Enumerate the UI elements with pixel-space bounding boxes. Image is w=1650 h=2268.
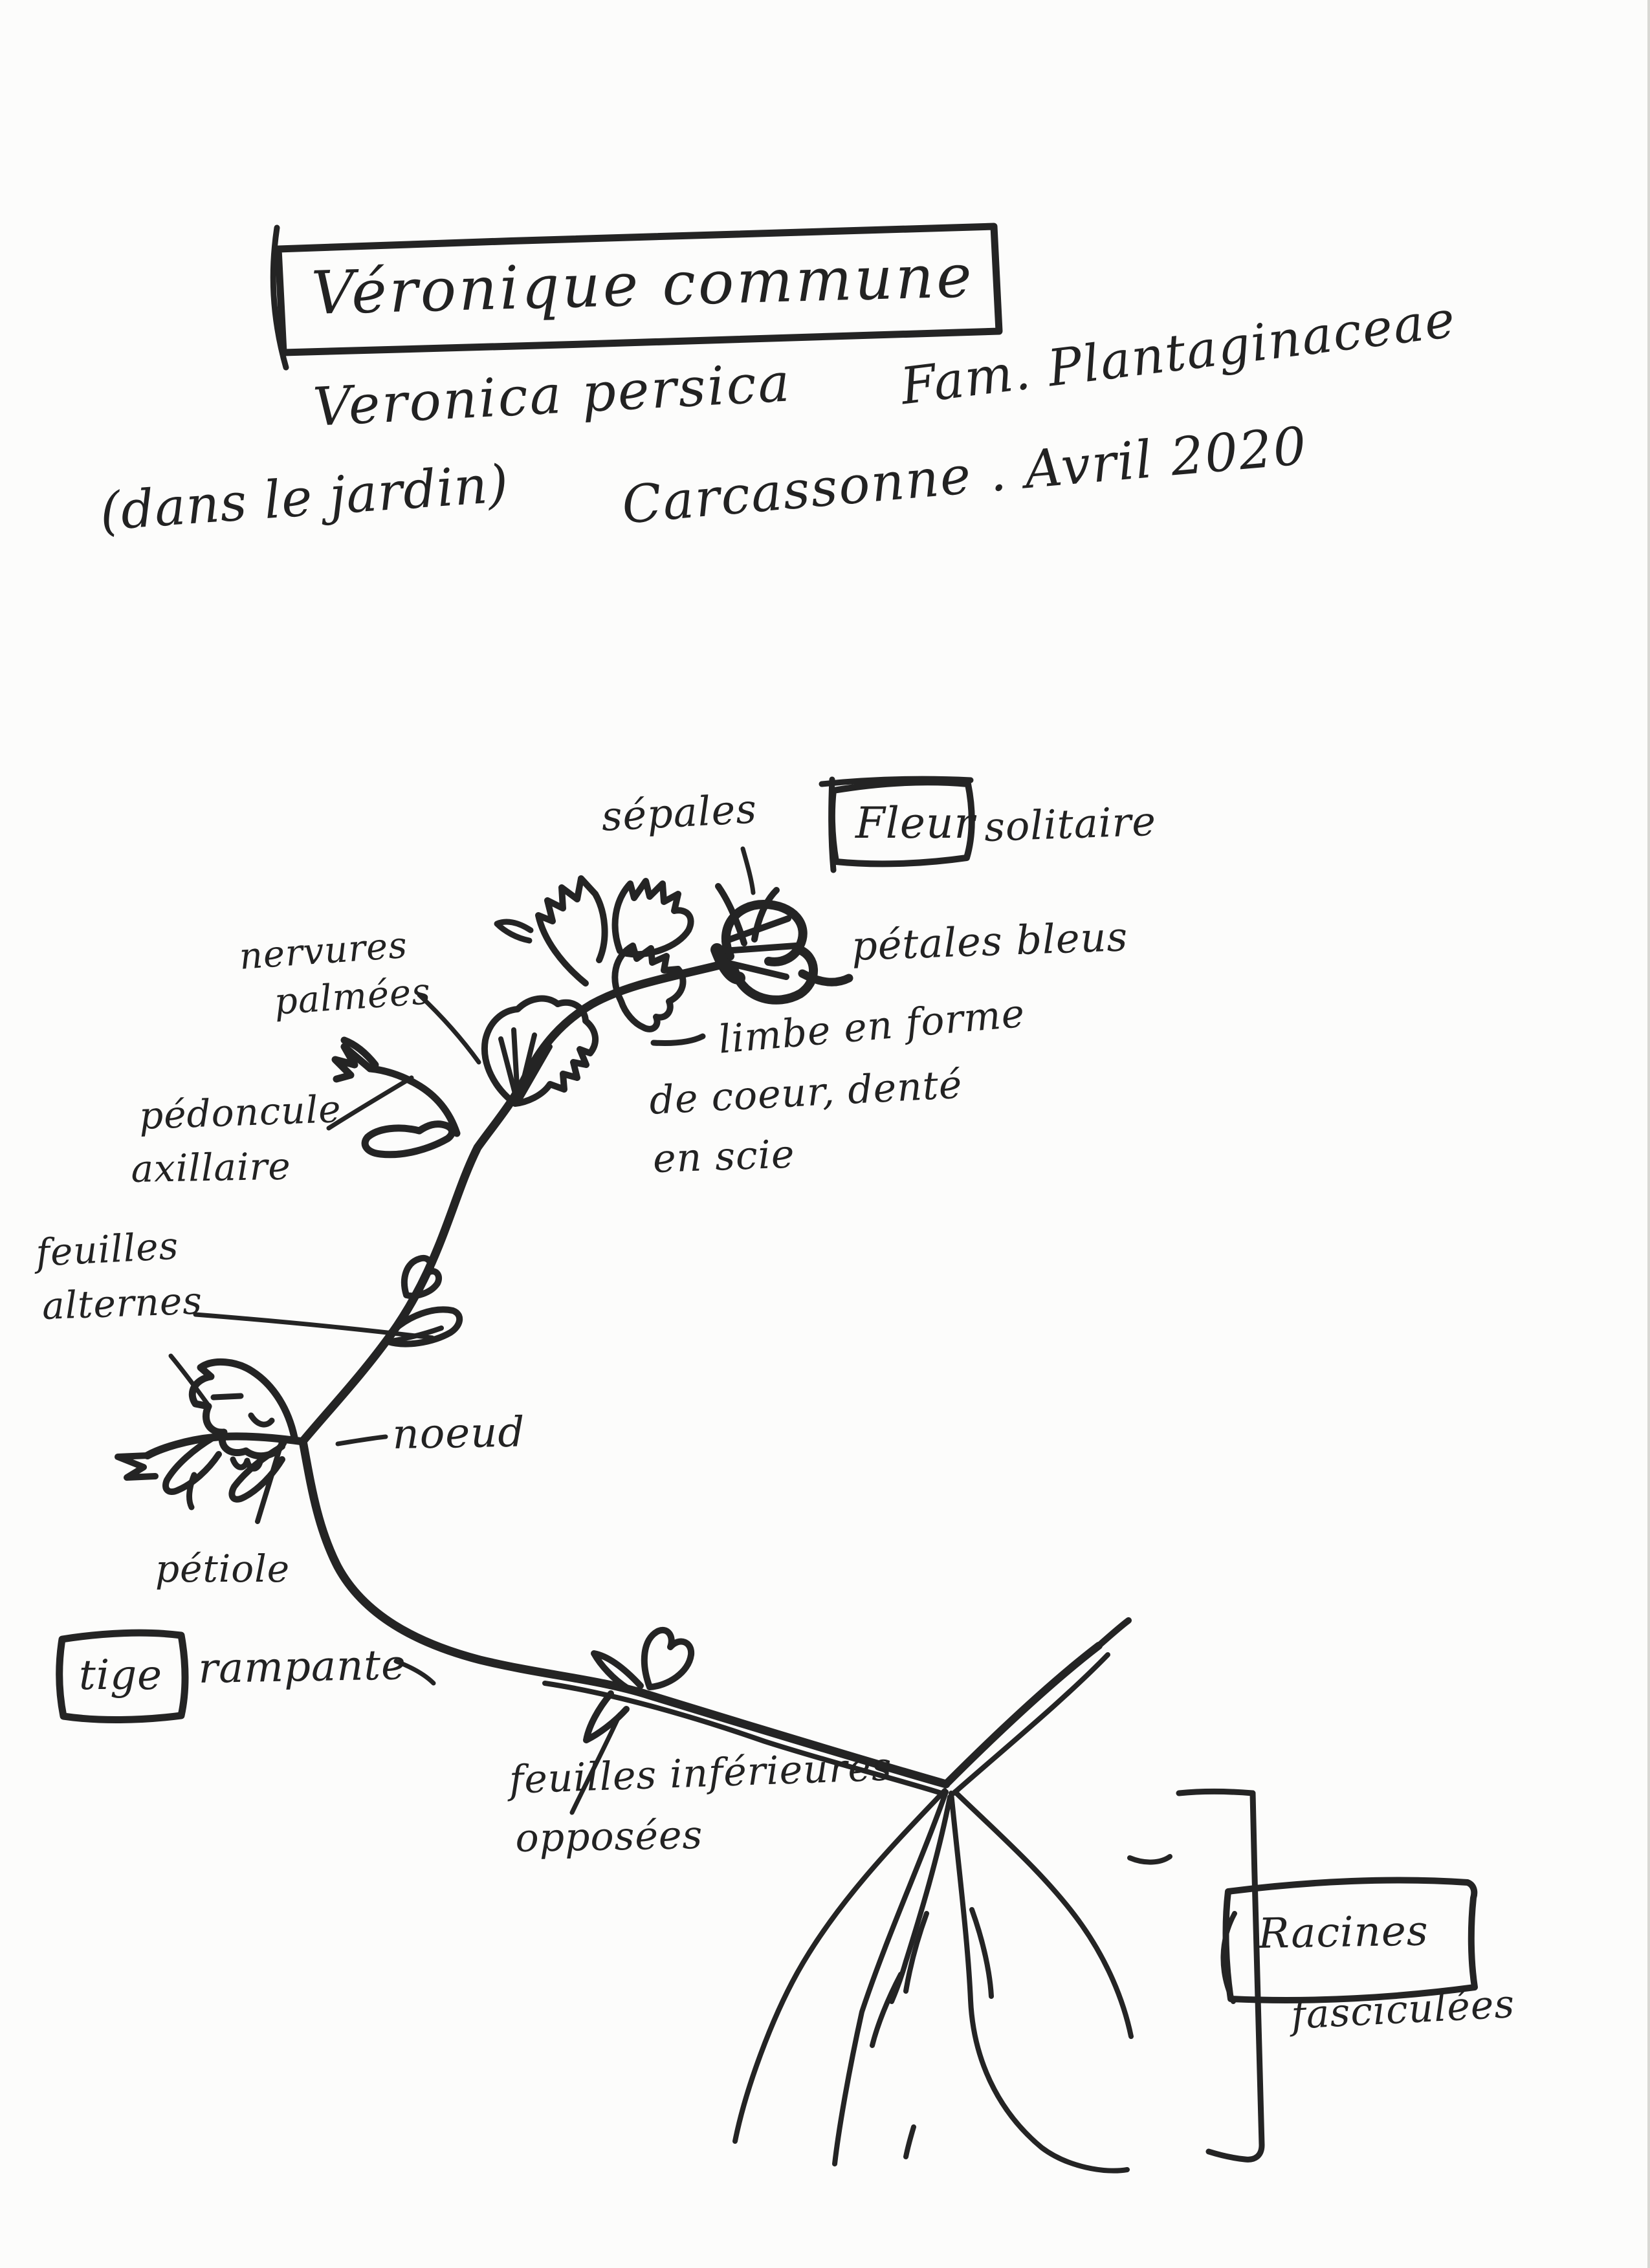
label-connectors — [168, 846, 756, 1686]
label-rampante: rampante — [197, 1641, 407, 1693]
scan-edge-artifact — [1647, 0, 1650, 2268]
label-petales-bleus: pétales bleus — [850, 913, 1129, 970]
pedoncule-drawing — [331, 1036, 461, 1159]
roots-bracket — [1176, 1788, 1265, 2163]
label-feuilles-alternes-line2: alternes — [41, 1278, 203, 1328]
page-title: Véronique commune — [310, 241, 975, 328]
label-pedoncule-line2: axillaire — [130, 1144, 292, 1191]
label-feuilles-inferieures-line2: opposées — [514, 1812, 703, 1861]
title-box — [270, 223, 1003, 371]
roots-drawing — [732, 1788, 1172, 2174]
palmate-leaf-drawing — [481, 995, 599, 1107]
lower-leaf-pair-drawing — [569, 1627, 695, 1815]
label-tige: tige — [79, 1652, 163, 1699]
label-sepales: sépales — [600, 785, 758, 840]
stem-drawing — [298, 961, 1132, 1796]
label-feuilles-alternes-line1: feuilles — [34, 1223, 180, 1275]
label-limbe-line3: en scie — [652, 1131, 796, 1182]
label-fleur: Fleur — [855, 798, 976, 848]
label-racines: Racines — [1257, 1907, 1429, 1958]
upper-leaves-drawing — [494, 875, 694, 1032]
label-fasciculees: fasciculées — [1290, 1981, 1516, 2038]
racines-box — [1220, 1877, 1478, 2004]
label-noeud: noeud — [391, 1408, 525, 1459]
tige-box — [56, 1629, 189, 1723]
flower-drawing — [710, 883, 853, 1005]
label-pedoncule-line1: pédoncule — [138, 1087, 342, 1138]
fleur-box — [819, 776, 975, 873]
node-leaf-drawing — [115, 1358, 305, 1524]
label-petiole: pétiole — [155, 1547, 291, 1591]
label-nervures-line2: palmées — [272, 970, 432, 1023]
label-solitaire: solitaire — [983, 797, 1158, 851]
